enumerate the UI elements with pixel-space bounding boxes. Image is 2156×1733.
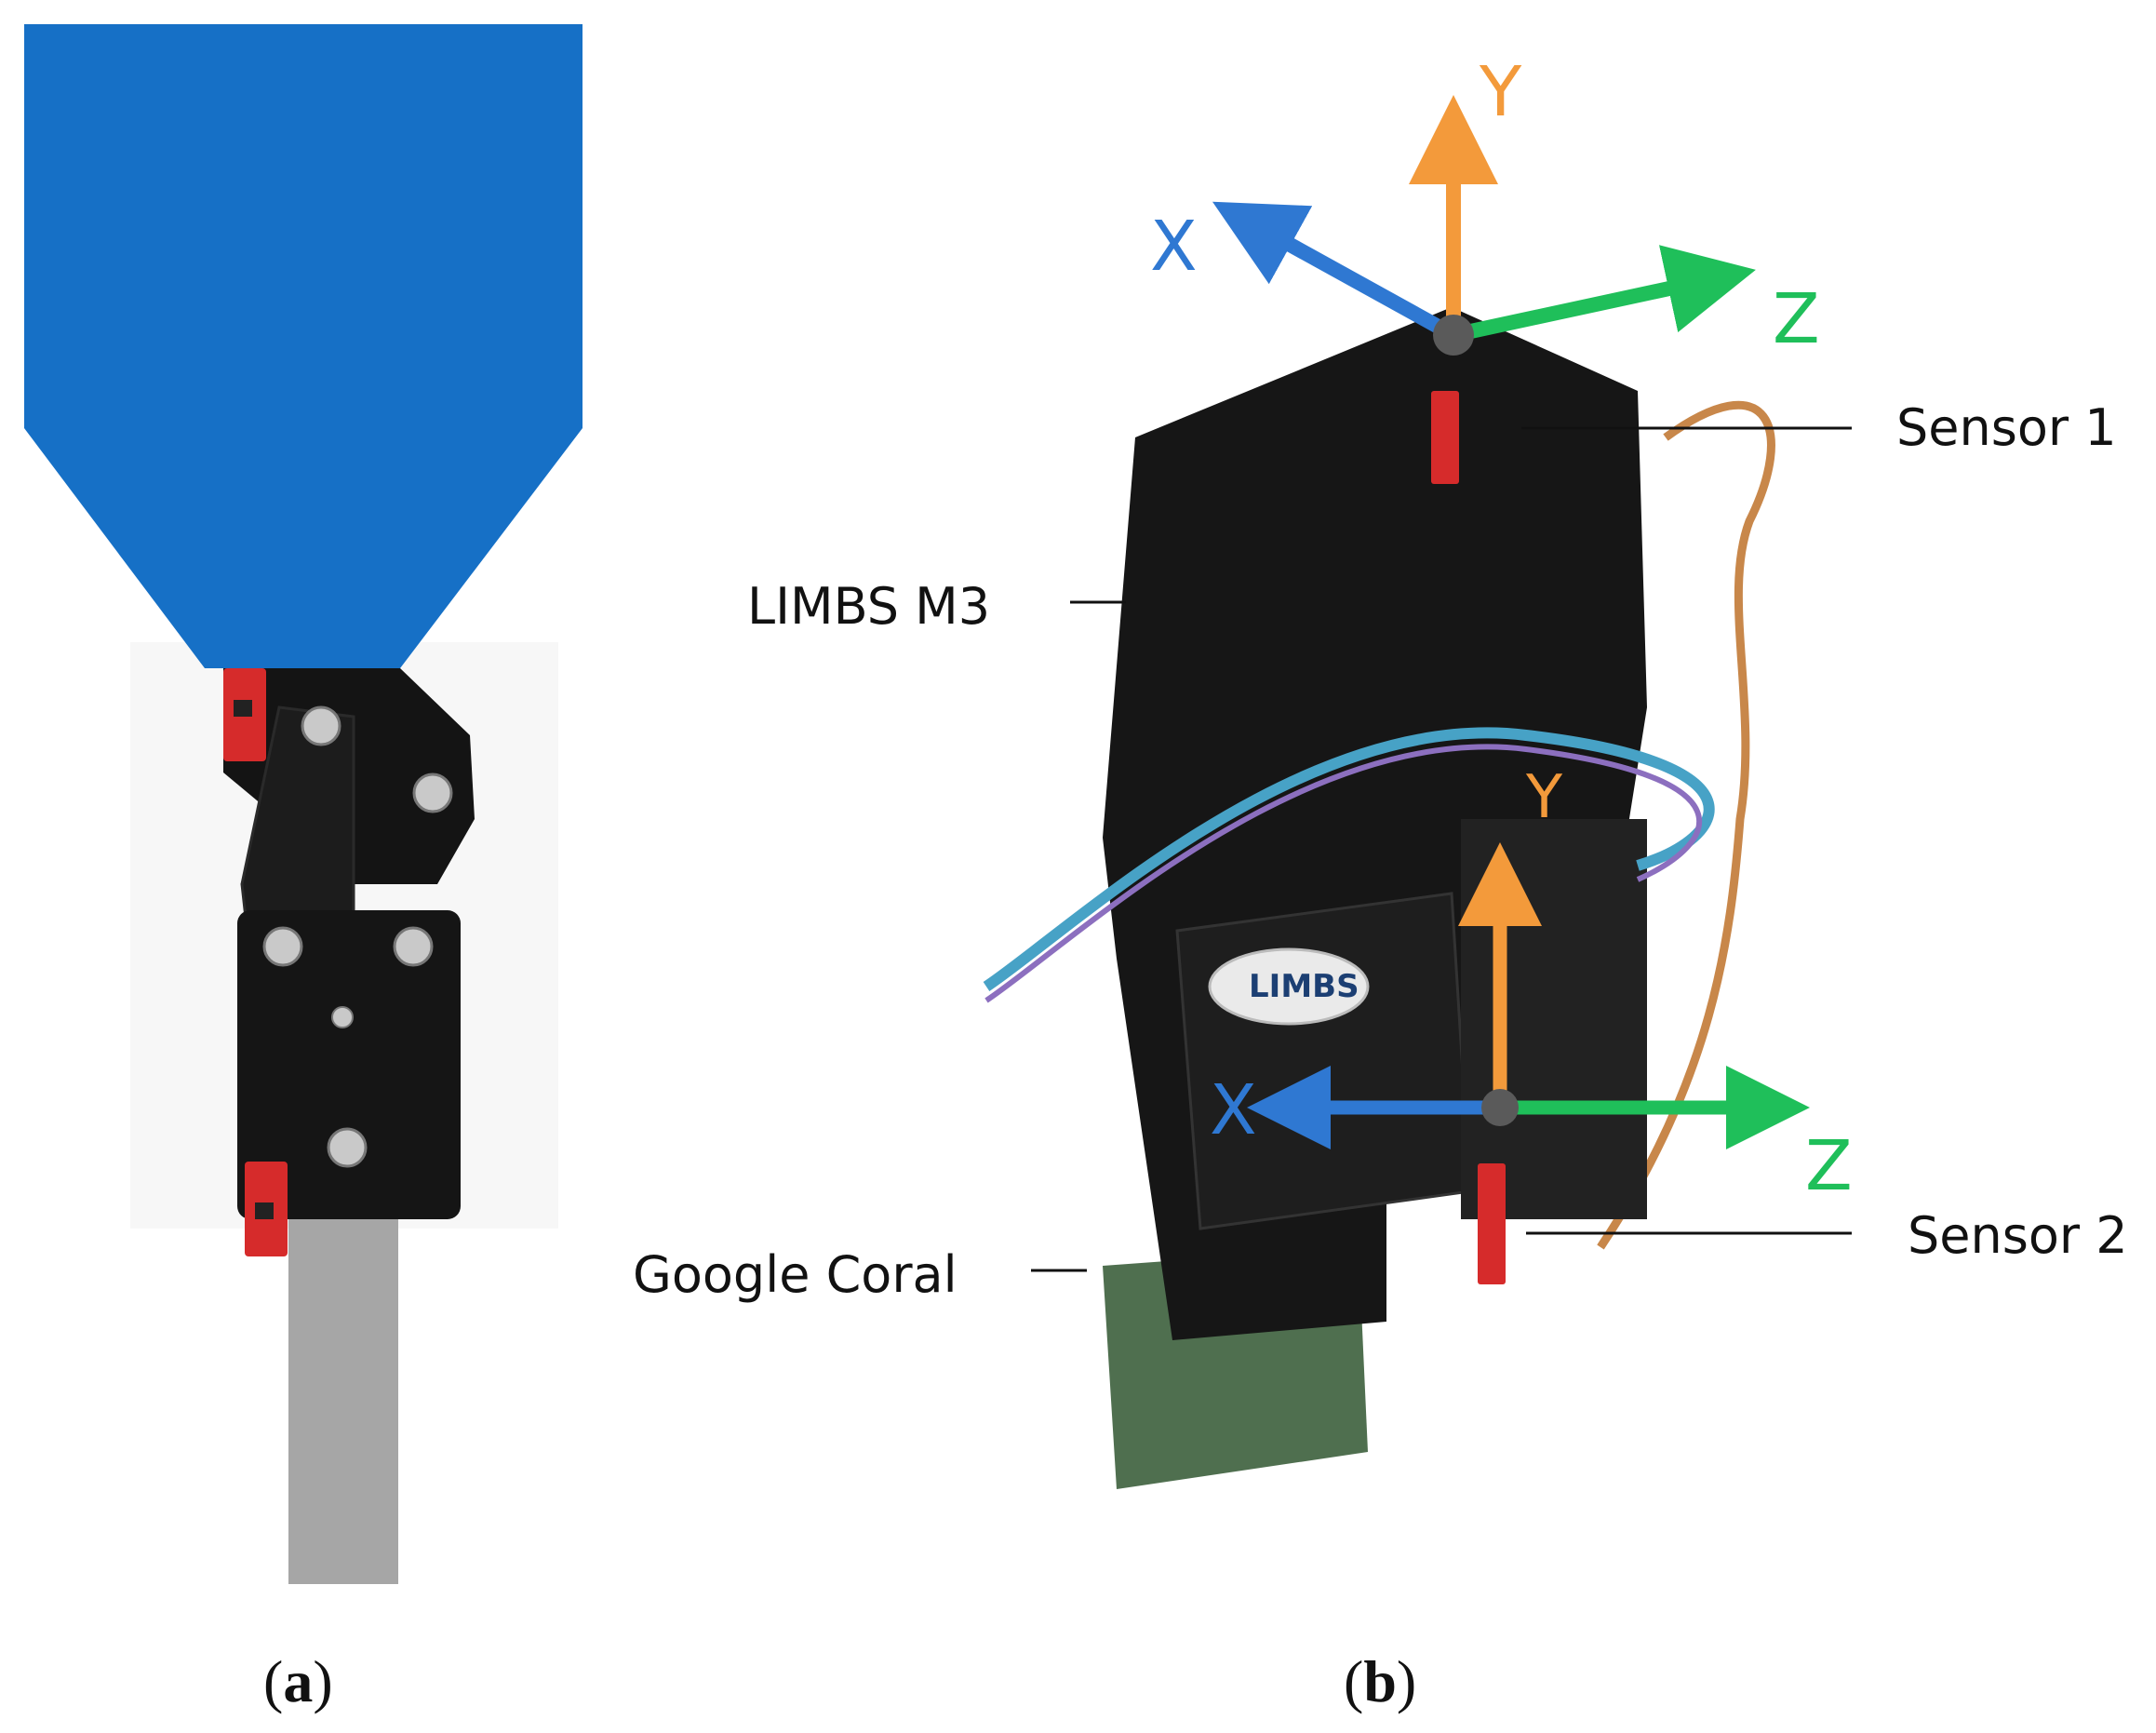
panel-b-illustration xyxy=(983,95,1852,1489)
z-axis-top xyxy=(1452,245,1756,343)
sensor-a-bottom xyxy=(245,1162,288,1256)
axis-label-y-bottom: Y xyxy=(1526,763,1563,832)
axis-triad-bottom xyxy=(1247,842,1810,1149)
side-block xyxy=(1461,819,1647,1219)
sensor-b-2 xyxy=(1478,1163,1506,1284)
knee-bolts xyxy=(262,705,453,1168)
panel-label-a: (a) xyxy=(263,1648,333,1714)
ribbon-cable xyxy=(983,727,1715,991)
sensor-a-top xyxy=(223,668,266,761)
x-axis-top xyxy=(1212,201,1457,343)
callout-google-coral: Google Coral xyxy=(633,1245,957,1304)
axis-label-x-bottom: X xyxy=(1210,1070,1257,1150)
origin-bottom xyxy=(1481,1089,1519,1126)
callout-limbs-m3: LIMBS M3 xyxy=(747,577,991,636)
callout-sensor-2: Sensor 2 xyxy=(1908,1206,2128,1265)
ribbon-cable-inner xyxy=(984,744,1703,1003)
sensor-b-1 xyxy=(1431,391,1459,484)
front-plate xyxy=(1175,892,1472,1230)
axis-label-y-top: Y xyxy=(1480,52,1522,132)
axis-label-x-top: X xyxy=(1150,207,1198,287)
axis-label-z-top: Z xyxy=(1773,279,1820,359)
axis-triad-top xyxy=(1212,95,1756,356)
origin-top xyxy=(1433,315,1474,356)
axis-label-z-bottom: Z xyxy=(1805,1126,1853,1206)
callout-sensor-1: Sensor 1 xyxy=(1896,398,2117,457)
limbs-logo xyxy=(1208,947,1370,1026)
panel-a-illustration xyxy=(24,24,583,1584)
limbs-logo-text: LIMBS xyxy=(1249,968,1359,1005)
socket-shape xyxy=(24,24,583,668)
knee-lower-body xyxy=(237,910,461,1219)
cable-orange xyxy=(1597,400,1775,1250)
panel-label-b: (b) xyxy=(1344,1648,1417,1714)
pylon xyxy=(288,1219,398,1584)
